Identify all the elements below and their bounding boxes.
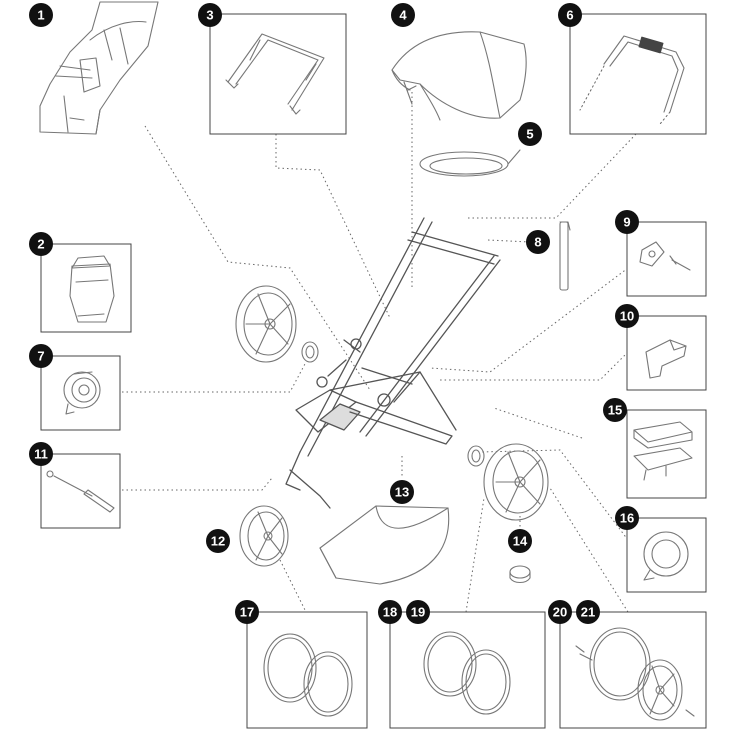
svg-text:5: 5	[526, 127, 533, 142]
wheel-assembly-20-21-drawing	[575, 627, 695, 721]
hub-cap-left-drawing	[301, 341, 319, 363]
callout-4: 4	[391, 3, 415, 27]
rear-wheel-right-drawing	[483, 443, 549, 521]
callout-7: 7	[29, 344, 53, 368]
rear-wheel-left-drawing	[235, 285, 297, 363]
svg-text:8: 8	[534, 235, 541, 250]
backrest-frame-drawing	[225, 33, 325, 115]
svg-text:9: 9	[623, 215, 630, 230]
callout-10: 10	[615, 304, 639, 328]
callout-5: 5	[518, 122, 542, 146]
callout-20: 20	[548, 600, 572, 624]
strap-drawing	[559, 221, 571, 291]
svg-text:16: 16	[620, 511, 634, 526]
box-part-16	[626, 517, 707, 593]
tire-set-17-drawing	[263, 633, 353, 717]
stroller-frame-drawing	[285, 217, 501, 509]
svg-text:15: 15	[608, 403, 622, 418]
hub-ring-drawing	[643, 531, 689, 581]
callout-21: 21	[576, 600, 600, 624]
svg-text:2: 2	[37, 237, 44, 252]
callout-15: 15	[603, 398, 627, 422]
leader-lines	[122, 92, 637, 613]
bracket-drawing	[645, 339, 687, 379]
svg-text:11: 11	[34, 447, 48, 462]
svg-text:12: 12	[211, 534, 225, 549]
callout-12: 12	[206, 529, 230, 553]
tire-set-18-19-drawing	[423, 631, 511, 715]
svg-text:10: 10	[620, 309, 634, 324]
callout-1: 1	[29, 3, 53, 27]
hub-mechanism-drawing	[63, 371, 101, 415]
svg-text:13: 13	[395, 485, 409, 500]
clip-and-screw-drawing	[639, 241, 691, 271]
svg-text:4: 4	[399, 8, 407, 23]
callout-16: 16	[615, 506, 639, 530]
wheel-cap-drawing	[509, 565, 531, 584]
svg-text:14: 14	[513, 534, 528, 549]
callout-18: 18	[378, 600, 402, 624]
svg-text:20: 20	[553, 605, 567, 620]
svg-text:7: 7	[37, 349, 44, 364]
svg-text:3: 3	[206, 8, 213, 23]
svg-text:18: 18	[383, 605, 397, 620]
callout-9: 9	[615, 210, 639, 234]
svg-text:21: 21	[581, 605, 595, 620]
callout-2: 2	[29, 232, 53, 256]
box-part-10	[626, 315, 707, 391]
svg-text:6: 6	[566, 8, 573, 23]
handlebar-drawing	[579, 35, 685, 125]
callout-3: 3	[198, 3, 222, 27]
box-part-2	[40, 243, 132, 333]
axle-bolt-drawing	[46, 470, 115, 513]
harness-pad-drawing	[69, 255, 115, 323]
box-part-6	[569, 13, 707, 135]
footrest-drawing	[633, 421, 693, 481]
box-part-9	[626, 221, 707, 297]
hub-cap-right-drawing	[467, 445, 485, 467]
svg-text:1: 1	[37, 8, 44, 23]
callout-19: 19	[406, 600, 430, 624]
callout-14: 14	[508, 529, 532, 553]
box-part-3	[209, 13, 347, 135]
infant-seat-drawing	[39, 1, 159, 135]
box-part-11	[40, 453, 121, 529]
callout-11: 11	[29, 442, 53, 466]
callout-17: 17	[235, 600, 259, 624]
callout-8: 8	[526, 230, 550, 254]
callout-6: 6	[558, 3, 582, 27]
callout-badges: 1 3 4 6 5 2 8 9 10 7 15 11 13 16 12 14 1…	[29, 3, 639, 624]
storage-basket-drawing	[319, 505, 450, 585]
svg-text:19: 19	[411, 605, 425, 620]
canopy-drawing	[391, 31, 527, 121]
callout-13: 13	[390, 480, 414, 504]
box-part-17	[246, 611, 368, 729]
svg-text:17: 17	[240, 605, 254, 620]
cable-drawing	[419, 149, 521, 177]
front-wheel-drawing	[239, 505, 289, 567]
box-part-20-21	[559, 611, 707, 729]
box-part-15	[626, 409, 707, 499]
